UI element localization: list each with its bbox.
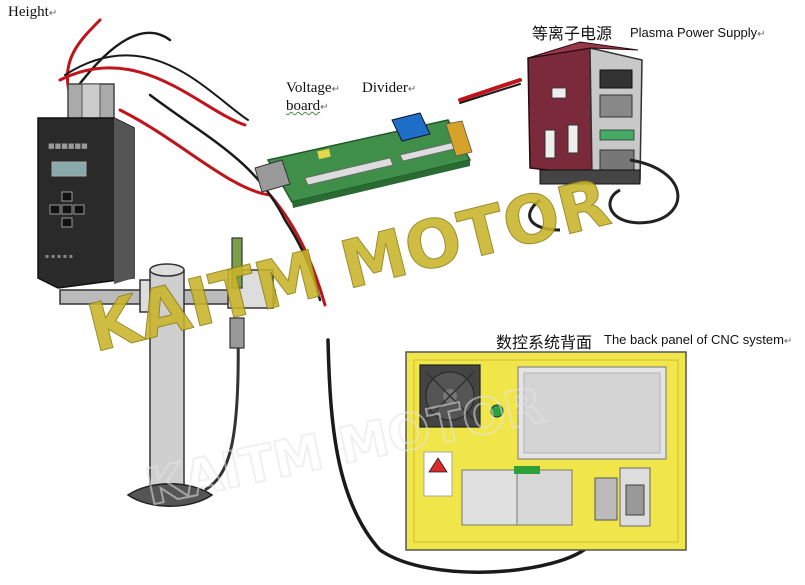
controller-dpad bbox=[49, 191, 85, 228]
supply-top bbox=[527, 41, 639, 59]
lifter-base bbox=[126, 483, 214, 507]
height-controller: ■■■■■■ ▪ ▪ ▪ ▪ ▪ bbox=[37, 83, 135, 289]
torch-lifter bbox=[59, 237, 276, 507]
label-board: board↵ bbox=[286, 98, 329, 114]
supply-left-face bbox=[527, 47, 593, 176]
label-plasma-cn: 等离子电源 bbox=[532, 24, 613, 43]
db-connector bbox=[254, 159, 291, 193]
red-cable-2 bbox=[73, 31, 172, 92]
torch-holder bbox=[231, 237, 243, 289]
lifter-pillar bbox=[149, 269, 185, 496]
voltage-divider-board bbox=[254, 112, 473, 208]
label-voltage: Voltage↵ bbox=[286, 80, 340, 96]
label-divider: Divider↵ bbox=[362, 80, 417, 96]
black-cable-1 bbox=[148, 93, 322, 302]
red-cable-supply bbox=[458, 78, 522, 102]
controller-display bbox=[51, 161, 87, 177]
red-cable-3 bbox=[58, 66, 247, 127]
svg-text:■■■■■■: ■■■■■■ bbox=[48, 142, 88, 150]
label-height: Height↵ bbox=[8, 4, 58, 20]
power-indicator bbox=[490, 404, 504, 418]
red-cable-4 bbox=[64, 54, 249, 121]
cnc-back-panel bbox=[405, 351, 687, 551]
label-cnc-cn: 数控系统背面 bbox=[496, 333, 593, 352]
label-cnc-en: The back panel of CNC system↵ bbox=[604, 332, 793, 347]
black-cable-supply bbox=[459, 83, 521, 104]
svg-text:▪ ▪ ▪ ▪ ▪: ▪ ▪ ▪ ▪ ▪ bbox=[45, 253, 73, 260]
blue-transformer bbox=[391, 112, 431, 142]
warning-icon bbox=[428, 457, 448, 473]
label-plasma-en: Plasma Power Supply↵ bbox=[630, 25, 766, 40]
plasma-power-supply bbox=[527, 41, 680, 232]
